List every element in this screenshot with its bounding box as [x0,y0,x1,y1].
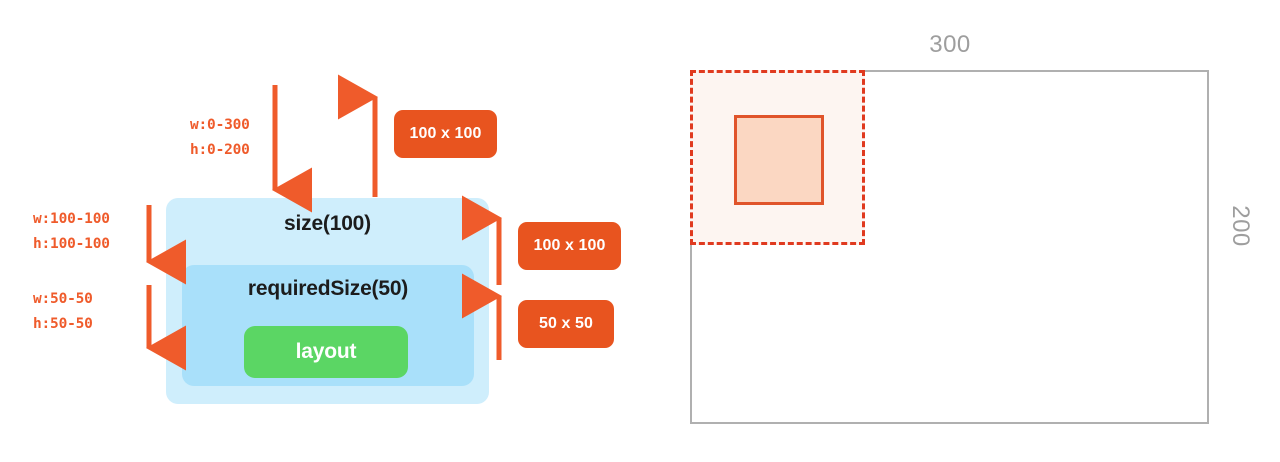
layout-button[interactable]: layout [244,326,408,378]
required-size-constraint-width: w:50-50 [33,291,93,307]
badge-size-measure: 100 x 100 [518,222,621,270]
badge-required-size-measure: 50 x 50 [518,300,614,348]
viewport-width-label: 300 [929,31,971,58]
viewport-height-label: 200 [1227,205,1254,247]
child-rect [734,115,824,205]
badge-incoming-measure: 100 x 100 [394,110,497,158]
incoming-constraint-width: w:0-300 [190,117,250,133]
required-size-box-label: requiredSize(50) [247,277,409,300]
size-box: size(100) requiredSize(50) layout [166,198,489,404]
size-constraint-height: h:100-100 [33,235,110,252]
size-box-label: size(100) [284,212,371,235]
incoming-constraint-label: w:0-300 h:0-200 [190,113,250,163]
size-constraint-width: w:100-100 [33,211,110,227]
incoming-constraint-height: h:0-200 [190,141,250,158]
required-size-constraint-height: h:50-50 [33,315,93,332]
required-size-box: requiredSize(50) layout [182,265,474,386]
required-size-constraint-label: w:50-50 h:50-50 [33,287,93,337]
size-constraint-label: w:100-100 h:100-100 [33,207,110,257]
